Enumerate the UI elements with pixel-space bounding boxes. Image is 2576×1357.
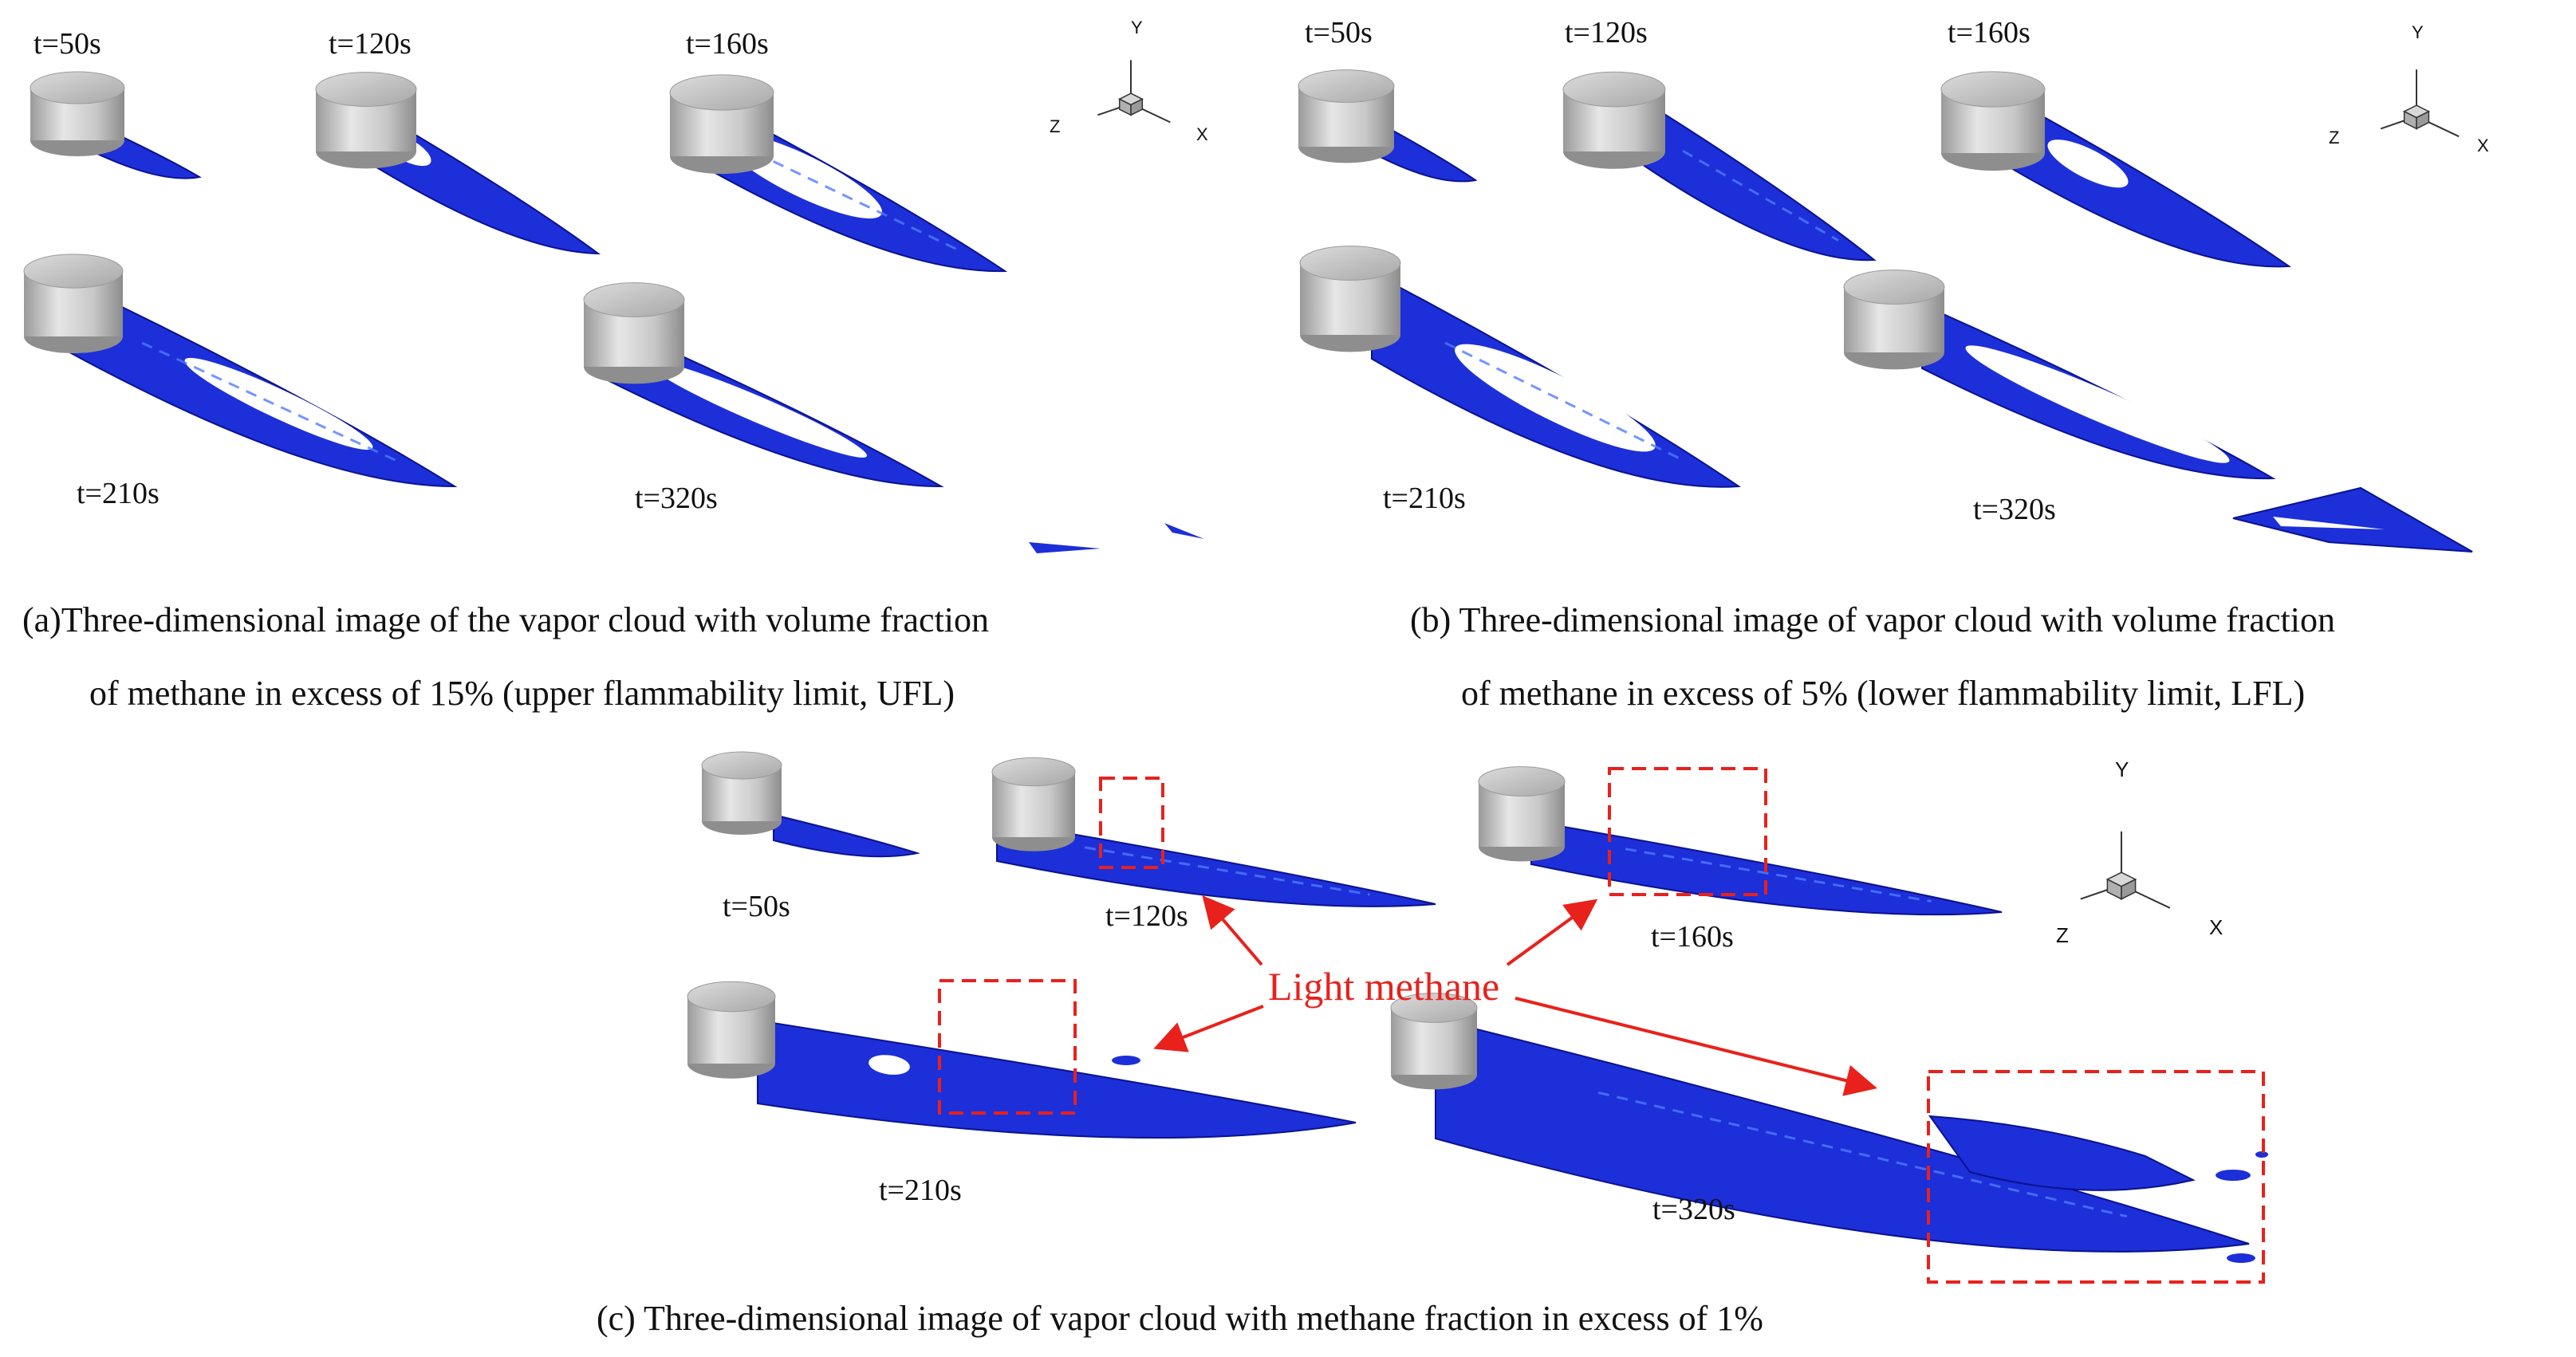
panel-a-axes-triad xyxy=(1097,60,1171,124)
panel-a-cloud-fragment-1 xyxy=(1029,542,1101,553)
arrow-to-t120 xyxy=(1202,895,1263,966)
arrow-to-t210 xyxy=(1153,1005,1264,1052)
light-methane-box-t210 xyxy=(938,979,1077,1115)
panel-c-axis-z-label: Z xyxy=(2056,923,2069,947)
panel-c-cloud-t210 xyxy=(757,1019,1357,1139)
light-methane-box-t160 xyxy=(1608,767,1767,896)
panel-c-axes-triad xyxy=(2080,831,2171,909)
panel-c-tank-t120 xyxy=(991,757,1076,852)
panel-c-tank-t50 xyxy=(701,751,782,835)
panel-c-caption: (c) Three-dimensional image of vapor clo… xyxy=(597,1299,1763,1338)
panel-a-cloud-fragment-2 xyxy=(1164,523,1204,539)
light-methane-box-t320 xyxy=(1927,1070,2265,1284)
panel-a-time-label-4: t=210s xyxy=(77,477,160,510)
panel-c-cloud-t320-fragment-1 xyxy=(2216,1170,2251,1181)
panel-b-cloud-t160 xyxy=(2001,92,2291,268)
panel-c-axis-y-label: Y xyxy=(2115,757,2129,781)
panel-a-time-label-2: t=120s xyxy=(329,27,412,61)
panel-b-tank-t120 xyxy=(1562,71,1666,169)
panel-b-caption-line-1: (b) Three-dimensional image of vapor clo… xyxy=(1410,600,2335,639)
panel-b-axis-x-label: X xyxy=(2477,136,2489,155)
panel-c-cloud-t320-fragment-2 xyxy=(2227,1253,2255,1263)
panel-b-cloud-t320-tail-gap xyxy=(2273,517,2385,529)
panel-c-time-label-5: t=320s xyxy=(1652,1193,1735,1226)
panel-b-cloud-t320-tail xyxy=(2232,486,2473,553)
panel-b-time-label-5: t=320s xyxy=(1973,493,2056,526)
panel-b-time-label-4: t=210s xyxy=(1383,482,1466,515)
panel-c-tank-t320 xyxy=(1390,993,1478,1090)
panel-b-time-label-1: t=50s xyxy=(1305,16,1373,49)
panel-c-cloud-t50 xyxy=(773,813,920,858)
panel-a-time-label-1: t=50s xyxy=(33,27,101,61)
panel-a-axis-z-label: Z xyxy=(1050,116,1061,136)
panel-a-caption-line-1: (a)Three-dimensional image of the vapor … xyxy=(22,600,990,639)
panel-b-tank-t160 xyxy=(1940,71,2046,171)
light-methane-box-t120 xyxy=(1099,777,1164,869)
panel-a-cloud-t210 xyxy=(63,277,458,488)
panel-a-tank-t120 xyxy=(315,72,417,169)
panel-a-axis-y-label: Y xyxy=(1131,18,1143,37)
arrow-to-t160 xyxy=(1506,899,1598,966)
panel-c-tank-t210 xyxy=(687,981,776,1079)
panel-b-axis-y-label: Y xyxy=(2412,22,2424,42)
panel-a-tank-t50 xyxy=(30,71,125,157)
panel-c-cloud-t320 xyxy=(1435,1017,2250,1253)
panel-c-time-label-4: t=210s xyxy=(879,1174,962,1207)
panel-c-cloud-t120 xyxy=(996,820,1436,907)
panel-b-tank-t320 xyxy=(1843,269,1945,370)
panel-c-time-label-1: t=50s xyxy=(723,890,790,923)
panel-b-time-label-3: t=160s xyxy=(1948,16,2030,49)
panel-a-axis-x-label: X xyxy=(1196,124,1208,144)
panel-b-tank-t210 xyxy=(1299,246,1401,352)
panel-b-caption-line-2: of methane in excess of 5% (lower flamma… xyxy=(1461,674,2306,713)
panel-a-time-label-3: t=160s xyxy=(686,27,769,61)
panel-c-time-label-2: t=120s xyxy=(1105,899,1188,933)
panel-a-tank-t160 xyxy=(669,74,774,175)
panel-b-axis-z-label: Z xyxy=(2329,128,2340,148)
panel-c-tank-t160 xyxy=(1478,766,1566,862)
panel-a-cloud-t320 xyxy=(605,321,944,488)
panel-b-axes-triad xyxy=(2380,69,2460,138)
panel-b-time-label-2: t=120s xyxy=(1565,16,1648,49)
panel-a-tank-t210 xyxy=(23,254,124,354)
panel-c-time-label-3: t=160s xyxy=(1651,920,1734,954)
panel-b-cloud-t210 xyxy=(1371,271,1741,488)
panel-a-time-label-5: t=320s xyxy=(635,482,718,515)
panel-c-cloud-t320-front xyxy=(1928,1115,2196,1191)
panel-a-tank-t320 xyxy=(583,282,685,384)
panel-c-axis-x-label: X xyxy=(2209,915,2223,939)
panel-c-cloud-t210-detached xyxy=(1112,1056,1140,1065)
panel-b-cloud-t120 xyxy=(1634,94,1877,262)
panel-b-tank-t50 xyxy=(1298,69,1395,163)
panel-a-caption-line-2: of methane in excess of 15% (upper flamm… xyxy=(89,674,955,713)
arrow-to-t320 xyxy=(1514,997,1877,1096)
light-methane-annotation: Light methane xyxy=(1268,964,1500,1009)
panel-b-cloud-t320 xyxy=(1921,303,2276,480)
